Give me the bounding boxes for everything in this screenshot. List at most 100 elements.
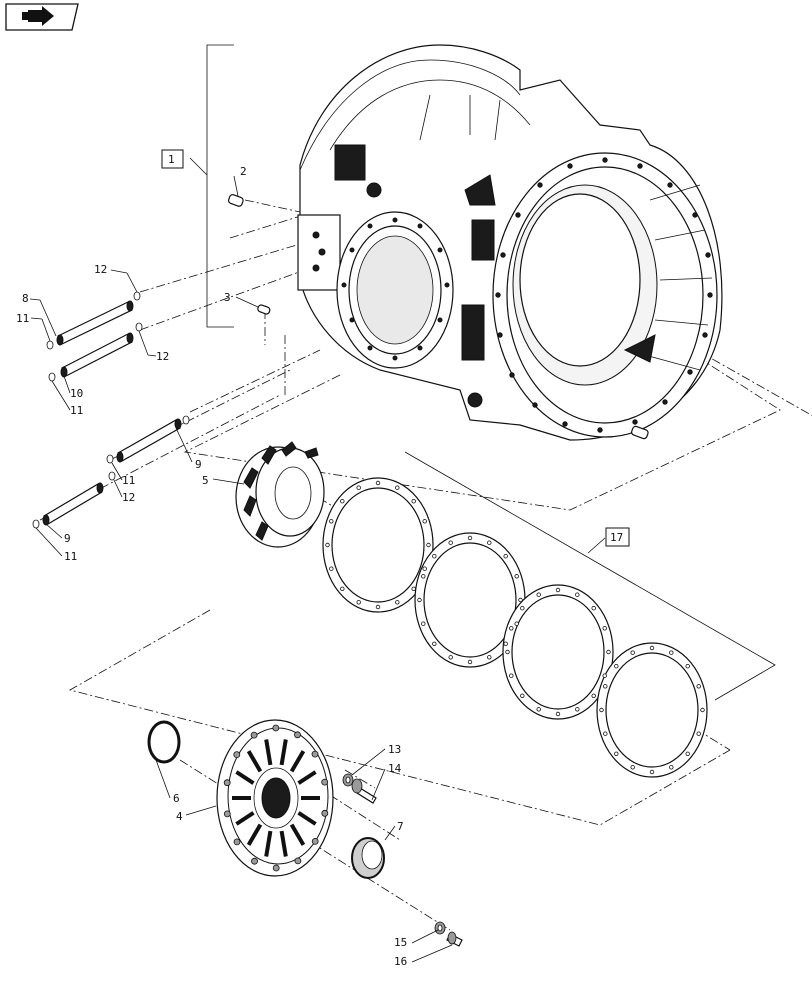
shim-bolt-hole (602, 673, 607, 678)
shim-bolt-hole (467, 535, 473, 541)
cover-bolt-boss (223, 779, 231, 787)
shim-bolt-hole (536, 707, 541, 712)
callout-11c: 11 (122, 474, 135, 487)
tube-9-lower (42, 482, 104, 526)
o-ring-6 (147, 720, 181, 764)
forward-arrow-icon (22, 6, 54, 26)
cover-rib (246, 823, 263, 846)
shim-bolt-hole (555, 587, 561, 593)
cover-rib (289, 750, 306, 773)
cover-bolt-boss (223, 810, 231, 818)
cover-ribs (223, 724, 329, 872)
shim-bolt-hole (630, 765, 635, 770)
large-flange-bolt-holes (495, 157, 713, 433)
shim-bolt-hole (575, 707, 580, 712)
callout-17: 17 (610, 531, 623, 544)
callout-9a: 9 (195, 458, 202, 471)
shim-bolt-hole (356, 485, 361, 490)
shim-bolt-hole (421, 574, 426, 579)
cover-bolt-boss (272, 724, 280, 732)
leader-lines (29, 175, 453, 963)
cover-bolt-boss (233, 838, 241, 846)
part-5-hub (235, 441, 325, 548)
shim-bolt-hole (422, 566, 427, 571)
shim-bolt-hole (685, 664, 690, 669)
shim-bolt-hole (329, 519, 334, 524)
callout-2: 2 (240, 165, 247, 178)
cover-rib (297, 811, 317, 826)
dowel-pin-3 (257, 304, 271, 315)
shim-bolt-hole (432, 554, 437, 559)
cover-bolt-boss (321, 778, 329, 786)
cover-bolt-boss (311, 838, 319, 845)
shim-bolt-hole (487, 655, 492, 660)
shim-bolt-hole (669, 765, 674, 770)
shim-ring-1 (322, 477, 434, 613)
callout-11b: 11 (70, 404, 83, 417)
shim-bolt-hole (487, 540, 492, 545)
shim-ring-2 (414, 532, 526, 668)
callout-12c: 12 (122, 491, 135, 504)
shim-bolt-hole (329, 566, 334, 571)
callout-11a: 11 (16, 312, 29, 325)
shim-bolt-hole (591, 693, 596, 698)
group-bracket-17 (404, 451, 776, 701)
shim-bolt-hole (603, 731, 608, 736)
callout-12b: 12 (156, 350, 169, 363)
shim-bolt-hole (426, 542, 431, 548)
callout-5: 5 (202, 474, 209, 487)
bolt-14 (351, 778, 377, 804)
shim-bolt-hole (649, 645, 655, 651)
shim-bolt-hole (395, 600, 400, 605)
shim-bolt-hole (375, 480, 381, 486)
shim-bolt-hole (505, 649, 510, 655)
group-bracket-1 (161, 44, 234, 328)
cover-rib (264, 739, 273, 766)
shim-bolt-hole (340, 586, 345, 591)
shim-bolt-hole (421, 621, 426, 626)
shim-bolt-hole (606, 649, 611, 655)
shim-bolt-hole (575, 592, 580, 597)
shim-bolt-hole (599, 707, 604, 713)
shim-bolt-hole (432, 641, 437, 646)
callout-14: 14 (388, 762, 402, 775)
small-flange-bolt-holes (341, 217, 450, 361)
nav-forward-button[interactable] (5, 3, 79, 31)
cover-rib (279, 830, 288, 857)
shim-bolt-hole (520, 693, 525, 698)
shim-bolt-hole (555, 711, 561, 717)
cover-bolt-boss (251, 857, 258, 865)
callout-10: 10 (70, 387, 83, 400)
cover-rib (246, 750, 263, 773)
cover-rib (297, 770, 317, 785)
shim-bolt-hole (411, 499, 416, 504)
callout-1: 1 (168, 153, 175, 166)
shim-bolt-hole (395, 485, 400, 490)
shim-bolt-hole (696, 684, 701, 689)
cover-rib (279, 739, 288, 766)
shim-bolt-hole (467, 659, 473, 665)
callout-16: 16 (394, 955, 407, 968)
shim-bolt-hole (614, 664, 619, 669)
cover-bolt-boss (294, 731, 301, 739)
callout-11d: 11 (64, 550, 77, 563)
callout-8: 8 (22, 292, 29, 305)
callout-4: 4 (176, 810, 183, 823)
dowel-pin-2 (227, 194, 244, 207)
shim-bolt-hole (509, 626, 514, 631)
cover-bolt-boss (272, 864, 280, 872)
cover-rib (235, 811, 255, 826)
cover-rib (264, 830, 273, 857)
shim-bolt-hole (602, 626, 607, 631)
cover-bolt-boss (294, 857, 302, 865)
callout-labels: 1 2 3 12 8 11 12 10 11 9 5 11 12 9 11 17… (16, 153, 623, 968)
shim-bolt-hole (325, 542, 330, 548)
shim-bolt-hole (356, 600, 361, 605)
shim-bolt-hole (520, 606, 525, 611)
shim-ring-3 (502, 584, 614, 720)
callout-3: 3 (224, 291, 231, 304)
shim-bolt-hole (518, 597, 523, 603)
shim-bolt-hole (700, 707, 705, 713)
shim-bolt-hole (509, 673, 514, 678)
dowel-pin-rear (631, 425, 649, 440)
